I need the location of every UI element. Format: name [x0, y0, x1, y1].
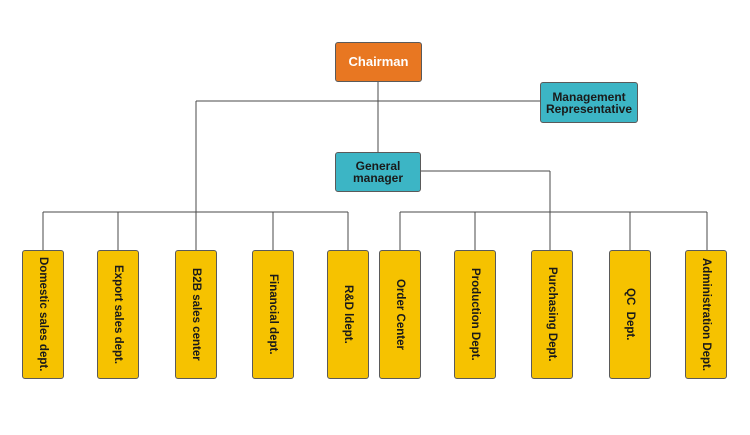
- department-box: Order Center: [379, 250, 421, 379]
- management-representative-box: Management Representative: [540, 82, 638, 123]
- department-label: Order Center: [394, 279, 406, 350]
- management-representative-label: Management Representative: [545, 89, 633, 116]
- department-label: B2B sales center: [190, 268, 202, 361]
- department-box: R&D ldept.: [327, 250, 369, 379]
- department-box: Production Dept.: [454, 250, 496, 379]
- chairman-box: Chairman: [335, 42, 422, 82]
- department-label: Administration Dept.: [700, 257, 712, 372]
- department-label: Purchasing Dept.: [546, 267, 558, 362]
- department-label: Export sales dept.: [112, 264, 124, 365]
- department-box: Domestic sales dept.: [22, 250, 64, 379]
- department-label: Domestic sales dept.: [37, 257, 49, 372]
- chairman-label: Chairman: [348, 54, 409, 69]
- department-box: Financial dept.: [252, 250, 294, 379]
- general-manager-label: General manager: [352, 159, 404, 185]
- department-box: QC Dept.: [609, 250, 651, 379]
- department-box: Purchasing Dept.: [531, 250, 573, 379]
- department-box: B2B sales center: [175, 250, 217, 379]
- general-manager-box: General manager: [335, 152, 421, 192]
- department-label: R&D ldept.: [342, 285, 354, 344]
- department-box: Export sales dept.: [97, 250, 139, 379]
- department-label: Production Dept.: [469, 268, 481, 361]
- department-box: Administration Dept.: [685, 250, 727, 379]
- department-label: Financial dept.: [267, 274, 279, 355]
- department-label: QC Dept.: [624, 288, 636, 341]
